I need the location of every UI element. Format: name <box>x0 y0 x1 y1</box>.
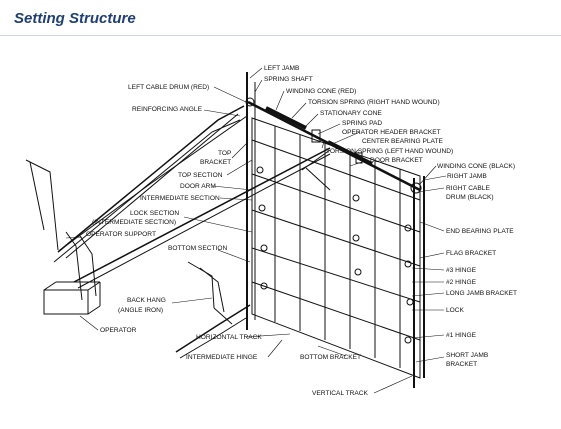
label-reinforcing-angle: REINFORCING ANGLE <box>132 106 203 113</box>
back-hang-left <box>25 159 101 315</box>
label-short-jamb-bracket-1: SHORT JAMB <box>446 352 489 359</box>
label-left-jamb: LEFT JAMB <box>264 65 300 72</box>
leader-lines <box>65 67 447 394</box>
label-spring-shaft: SPRING SHAFT <box>264 76 313 83</box>
label-bottom-bracket: BOTTOM BRACKET <box>300 354 361 361</box>
label-intermediate-hinge: INTERMEDIATE HINGE <box>186 354 258 361</box>
label-top-section: TOP SECTION <box>178 172 223 179</box>
label-operator-support: OPERATOR SUPPORT <box>86 231 156 238</box>
label-long-jamb-bracket: LONG JAMB BRACKET <box>446 290 517 297</box>
label-hinge-3: #3 HINGE <box>446 267 477 274</box>
label-center-bearing-plate: CENTER BEARING PLATE <box>362 138 443 145</box>
label-torsion-spring-right: TORSION SPRING (RIGHT HAND WOUND) <box>308 99 440 106</box>
label-bottom-section: BOTTOM SECTION <box>168 245 227 252</box>
spring-shaft-assembly <box>245 97 422 194</box>
label-door-bracket: DOOR BRACKET <box>370 157 423 164</box>
label-torsion-spring-left: TORSION SPRING (LEFT HAND WOUND) <box>326 148 453 155</box>
door-hinges <box>256 166 414 344</box>
vertical-tracks <box>246 72 425 388</box>
label-spring-pad: SPRING PAD <box>342 120 382 127</box>
back-hang-middle <box>187 261 233 325</box>
label-left-cable-drum: LEFT CABLE DRUM (RED) <box>128 84 209 91</box>
label-door-arm: DOOR ARM <box>180 183 216 190</box>
door-panel <box>251 117 421 379</box>
diagram-labels: LEFT JAMB SPRING SHAFT LEFT CABLE DRUM (… <box>86 65 517 397</box>
label-stationary-cone: STATIONARY CONE <box>320 110 382 117</box>
label-back-hang-2: (ANGLE IRON) <box>118 307 163 314</box>
label-back-hang-1: BACK HANG <box>127 297 166 304</box>
horizontal-tracks <box>53 105 251 359</box>
label-top-bracket-1: TOP <box>218 150 232 157</box>
label-hinge-2: #2 HINGE <box>446 279 477 286</box>
label-winding-cone-red: WINDING CONE (RED) <box>286 88 356 95</box>
operator-rail <box>73 147 331 289</box>
title-divider <box>0 35 561 36</box>
label-flag-bracket: FLAG BRACKET <box>446 250 496 257</box>
label-operator-header-bracket: OPERATOR HEADER BRACKET <box>342 129 441 136</box>
label-right-jamb: RIGHT JAMB <box>447 173 487 180</box>
label-right-cable-drum-2: DRUM (BLACK) <box>446 194 494 201</box>
label-lock-section-2: (INTERMEDIATE SECTION) <box>92 219 176 226</box>
label-top-bracket-2: BRACKET <box>200 159 231 166</box>
label-winding-cone-black: WINDING CONE (BLACK) <box>437 163 515 170</box>
label-lock-section-1: LOCK SECTION <box>130 210 179 217</box>
label-hinge-1: #1 HINGE <box>446 332 477 339</box>
label-end-bearing-plate: END BEARING PLATE <box>446 228 514 235</box>
page-title: Setting Structure <box>14 10 136 27</box>
label-operator: OPERATOR <box>100 327 137 334</box>
label-horizontal-track: HORIZONTAL TRACK <box>196 334 262 341</box>
label-short-jamb-bracket-2: BRACKET <box>446 361 477 368</box>
label-right-cable-drum-1: RIGHT CABLE <box>446 185 490 192</box>
label-intermediate-section: INTERMEDIATE SECTION <box>140 195 220 202</box>
label-vertical-track: VERTICAL TRACK <box>312 390 369 397</box>
label-lock: LOCK <box>446 307 465 314</box>
